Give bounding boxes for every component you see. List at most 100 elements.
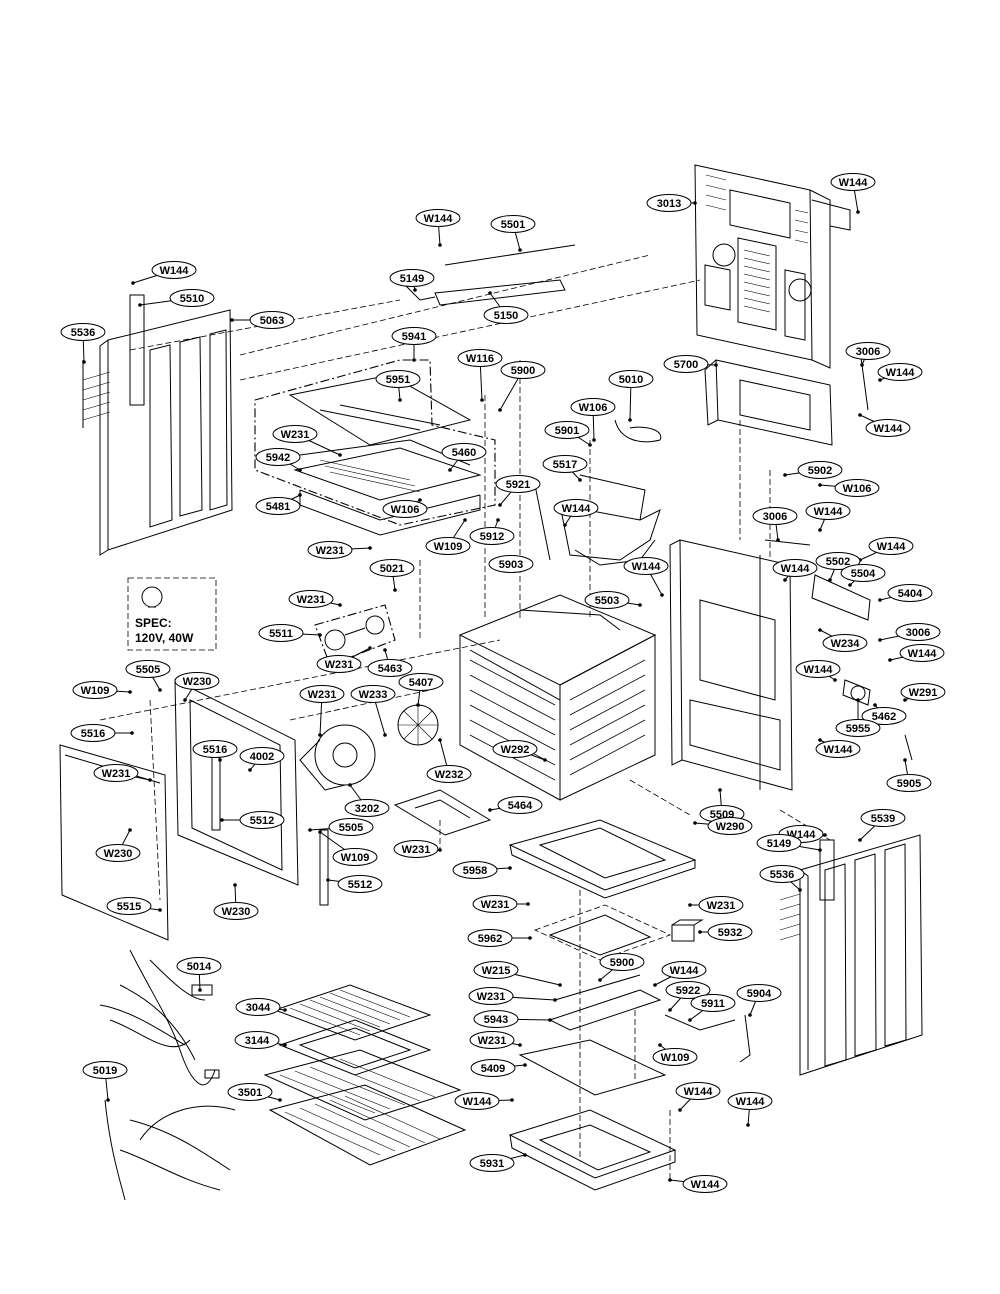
callout-ellipse <box>249 311 295 329</box>
leader-dot <box>106 1098 110 1102</box>
leader-dot <box>653 983 657 987</box>
leader-dot <box>283 1008 287 1012</box>
callout-label: W144 <box>814 506 844 518</box>
part-callout: 5460 <box>441 443 487 461</box>
callout-ellipse <box>840 564 886 582</box>
leader-dot <box>553 998 557 1002</box>
leader-dot <box>498 503 502 507</box>
callout-label: 5912 <box>480 531 504 543</box>
callout-label: W144 <box>736 1096 766 1108</box>
leader-dot <box>873 703 877 707</box>
spec-line-1: SPEC: <box>135 616 172 630</box>
callout-label: W231 <box>707 900 736 912</box>
part-callout: 5407 <box>398 673 444 691</box>
part-callout: W144 <box>899 644 945 662</box>
leader-dot <box>818 848 822 852</box>
callout-ellipse <box>469 527 515 545</box>
leader-dot <box>818 528 822 532</box>
callout-label: 5504 <box>851 568 876 580</box>
callout-label: 3202 <box>355 803 379 815</box>
part-callout: W144 <box>877 363 923 381</box>
leader-dot <box>746 1123 750 1127</box>
callout-ellipse <box>584 591 630 609</box>
leader-dot <box>198 988 202 992</box>
leader-dot <box>220 818 224 822</box>
leader-dot <box>878 598 882 602</box>
relay-5932 <box>671 919 704 942</box>
part-callout: W292 <box>492 740 538 758</box>
callout-ellipse <box>570 398 616 416</box>
part-callout: 5941 <box>391 327 437 345</box>
callout-ellipse <box>382 500 428 518</box>
callout-label: 5501 <box>501 219 525 231</box>
part-callout: 5912 <box>469 527 515 545</box>
part-callout: 5951 <box>375 370 421 388</box>
part-callout: 5510 <box>169 289 215 307</box>
leader-dot <box>298 468 302 472</box>
callout-label: 5505 <box>136 664 160 676</box>
callout-ellipse <box>682 1175 728 1193</box>
callout-label: W231 <box>316 545 345 557</box>
callout-label: 5700 <box>674 359 698 371</box>
part-callout: W109 <box>72 681 118 699</box>
leader-dot <box>158 688 162 692</box>
callout-label: W231 <box>402 844 431 856</box>
callout-label: W116 <box>466 353 494 365</box>
spec-text: SPEC: 120V, 40W <box>135 616 194 645</box>
callout-ellipse <box>834 479 880 497</box>
part-callout: 5502 <box>815 552 861 570</box>
leader-dot <box>818 483 822 487</box>
callout-label: 5149 <box>767 838 791 850</box>
callout-label: W231 <box>281 429 310 441</box>
part-callout: W144 <box>675 1082 721 1100</box>
callout-label: W231 <box>478 1035 507 1047</box>
part-callout: W144 <box>682 1175 728 1193</box>
convection-fan <box>299 704 439 791</box>
guide-lines <box>99 254 831 1180</box>
leader-dot <box>438 243 442 247</box>
callout-ellipse <box>344 799 390 817</box>
callout-ellipse <box>887 584 933 602</box>
callout-ellipse <box>553 499 599 517</box>
part-callout: W144 <box>868 537 914 555</box>
callout-ellipse <box>227 1083 273 1101</box>
leader-dot <box>528 936 532 940</box>
leader-dot <box>318 830 322 834</box>
callout-ellipse <box>176 957 222 975</box>
left-side-panel-5510 <box>82 294 233 556</box>
callout-label: 5010 <box>619 374 643 386</box>
callout-label: W231 <box>297 594 326 606</box>
callout-ellipse <box>805 502 851 520</box>
callout-ellipse <box>860 809 906 827</box>
callout-ellipse <box>861 707 907 725</box>
callout-label: W144 <box>562 503 592 515</box>
part-callout: 5511 <box>258 624 304 642</box>
callout-ellipse <box>473 961 519 979</box>
leader-dot <box>398 398 402 402</box>
leader-dot <box>783 578 787 582</box>
leader-dot <box>748 1013 752 1017</box>
callout-label: W215 <box>482 965 511 977</box>
callout-label: W232 <box>435 769 464 781</box>
part-callout: 5700 <box>663 355 709 373</box>
leader-dot <box>818 628 822 632</box>
callout-ellipse <box>899 644 945 662</box>
part-callout: 5911 <box>690 994 736 1012</box>
callout-ellipse <box>425 537 471 555</box>
leader-dot <box>348 783 352 787</box>
callout-label: 5014 <box>187 961 212 973</box>
leader-dot <box>463 518 467 522</box>
callout-label: 3501 <box>238 1087 262 1099</box>
callout-label: W230 <box>104 848 133 860</box>
callout-label: 5510 <box>180 293 204 305</box>
leader-dot <box>828 578 832 582</box>
leader-dot <box>523 1153 527 1157</box>
callout-ellipse <box>337 875 383 893</box>
leader-dot <box>498 408 502 412</box>
part-callout: 5503 <box>584 591 630 609</box>
callout-label: 5951 <box>386 374 410 386</box>
callout-ellipse <box>467 929 513 947</box>
part-callout: W231 <box>393 840 439 858</box>
callout-ellipse <box>454 1092 500 1110</box>
